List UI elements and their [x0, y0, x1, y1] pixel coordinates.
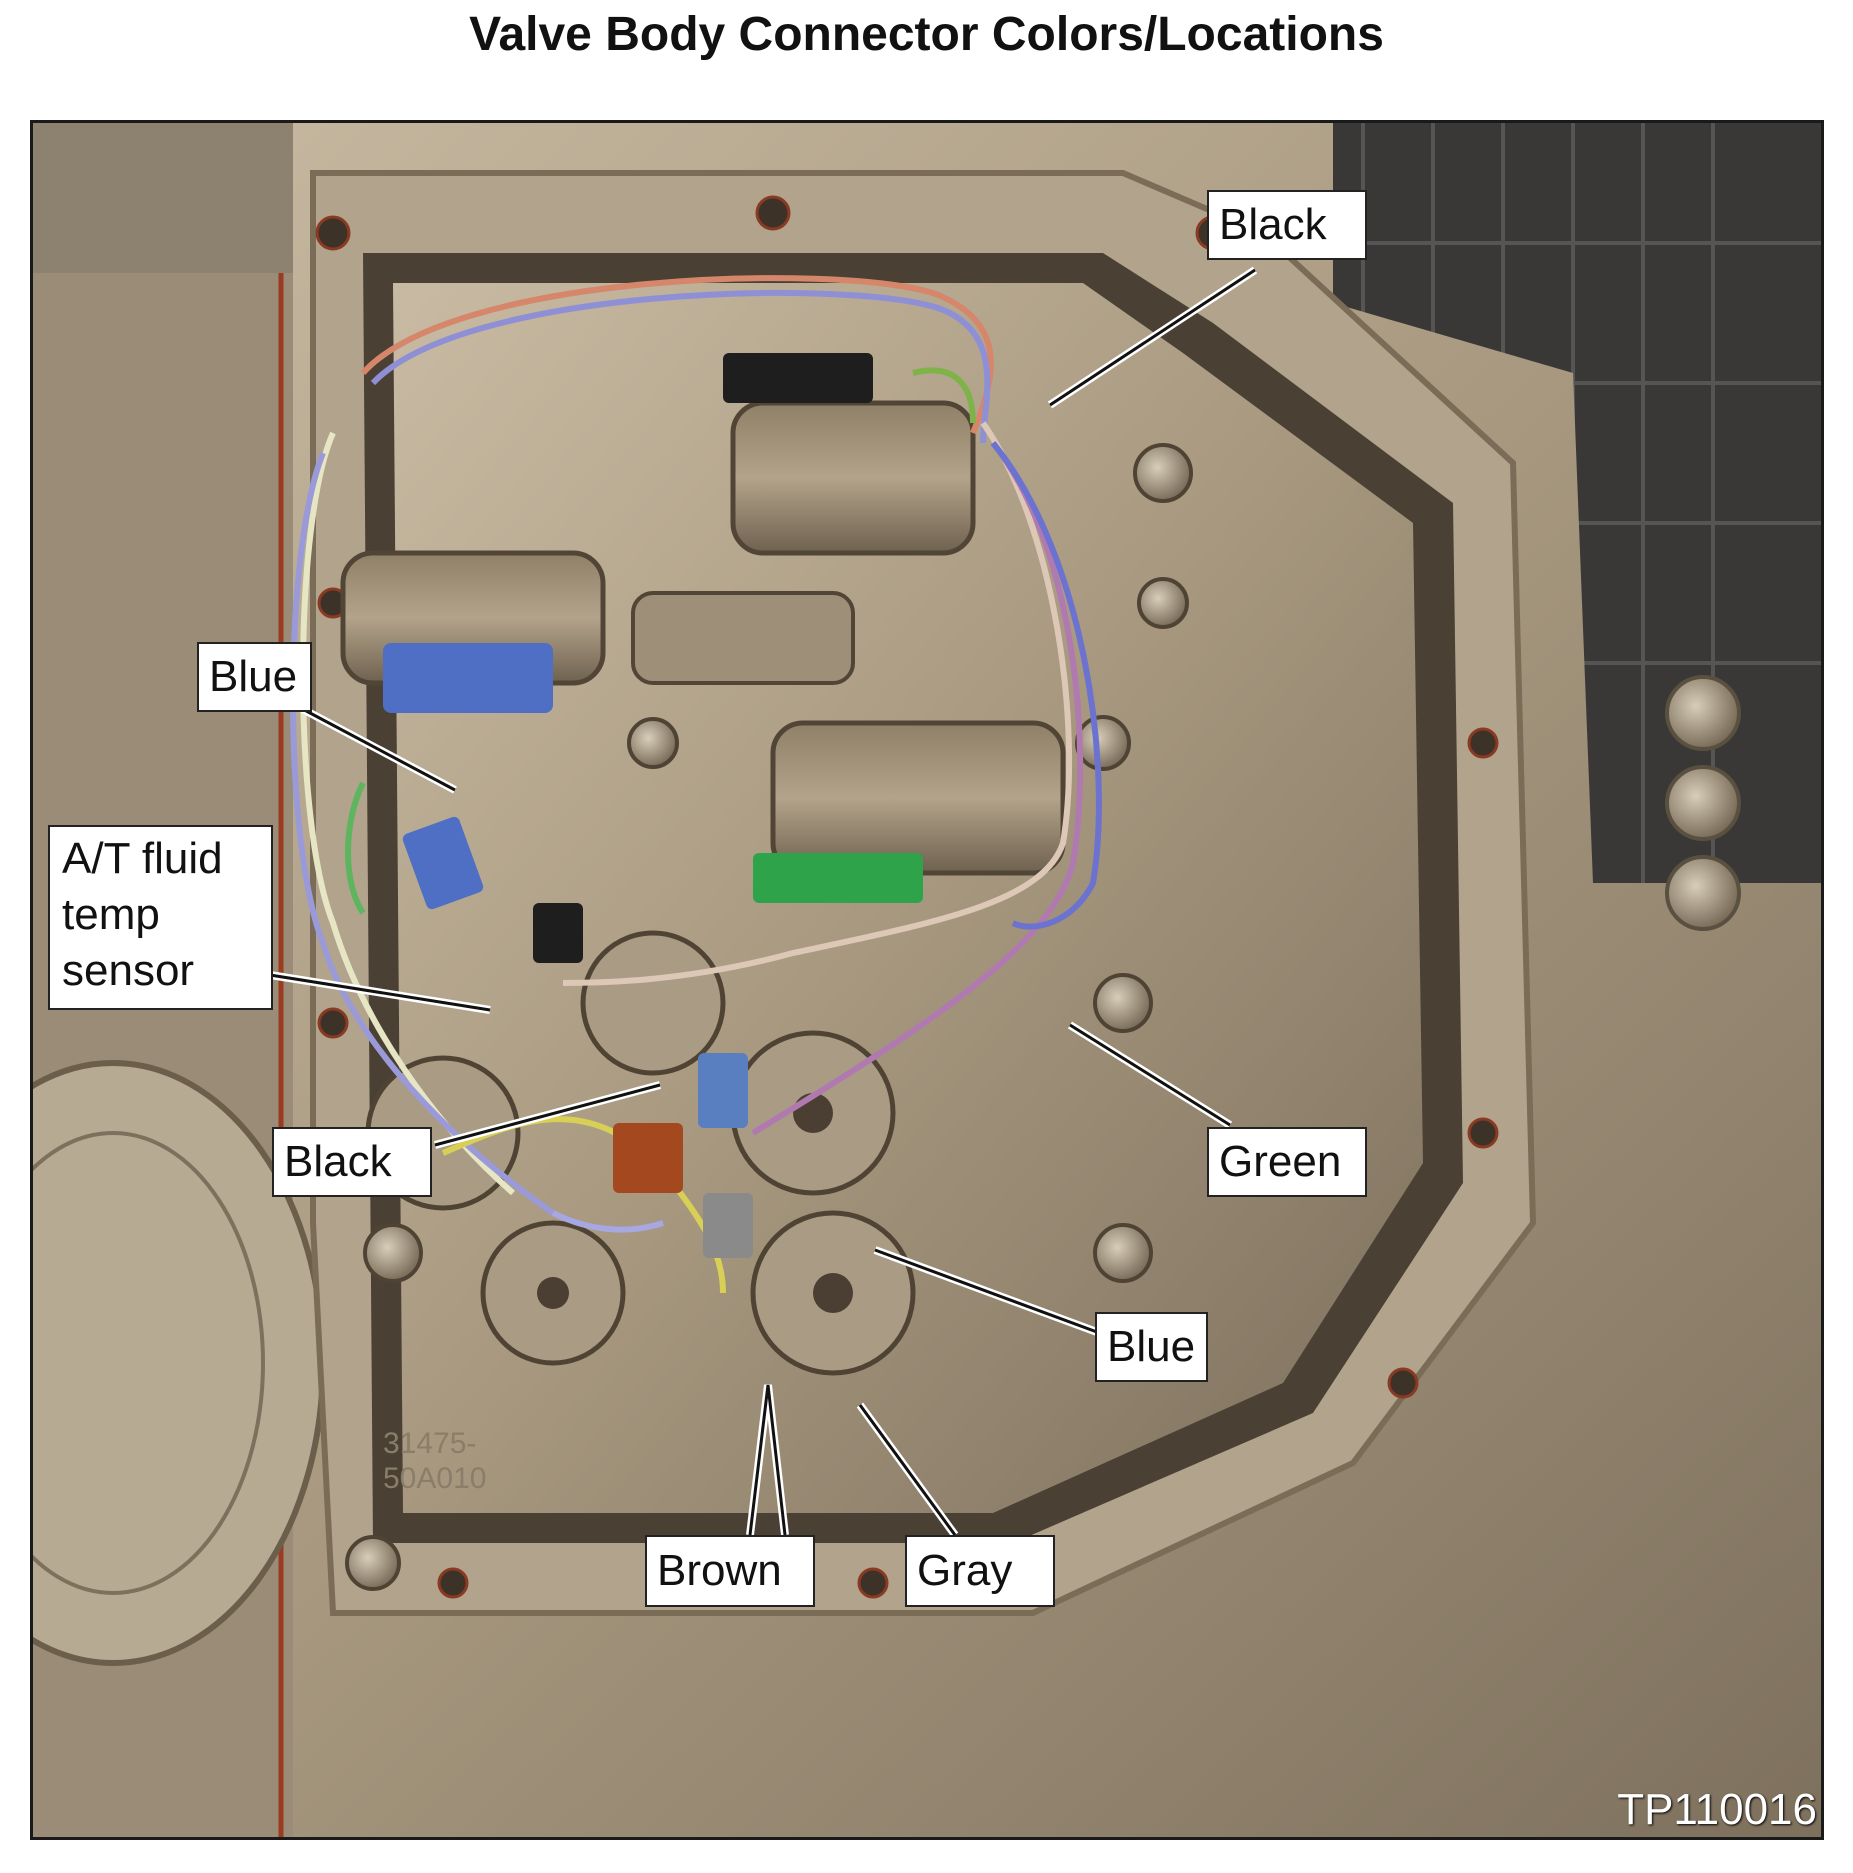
connector-black-lower: [533, 903, 583, 963]
callout-gray: Gray: [905, 1535, 1055, 1607]
callout-blue-lower: Blue: [1095, 1312, 1208, 1382]
figure-id: TP110016: [1617, 1785, 1817, 1834]
connector-blue-lower: [698, 1053, 748, 1128]
connector-black-top: [723, 353, 873, 403]
valve-body-photo: 31475- 50A010: [30, 120, 1824, 1840]
callout-blue-left: Blue: [197, 642, 312, 712]
callout-green: Green: [1207, 1127, 1367, 1197]
connector-fluid-temp-sensor: [402, 816, 484, 910]
callout-fluid-temp-line2: temp: [62, 890, 160, 939]
connector-blue-left: [383, 643, 553, 713]
svg-text:50A010: 50A010: [383, 1462, 486, 1495]
connectors: [383, 353, 923, 1258]
connector-gray: [703, 1193, 753, 1258]
callout-black-lower: Black: [272, 1127, 432, 1197]
gasket-bolt-holes: [315, 195, 1499, 1599]
valve-body-illustration: 31475- 50A010: [33, 123, 1821, 1837]
callout-fluid-temp-line3: sensor: [62, 946, 195, 995]
callout-black-top: Black: [1207, 190, 1367, 260]
callout-fluid-temp-line1: A/T fluid: [62, 834, 223, 883]
stamped-part-number: 31475-: [383, 1427, 476, 1460]
callout-fluid-temp-sensor: A/T fluid temp sensor: [48, 825, 273, 1010]
callout-brown: Brown: [645, 1535, 815, 1607]
connector-green: [753, 853, 923, 903]
page-title: Valve Body Connector Colors/Locations: [469, 8, 1384, 61]
right-side-bolts: [1665, 675, 1741, 931]
connector-brown: [613, 1123, 683, 1193]
